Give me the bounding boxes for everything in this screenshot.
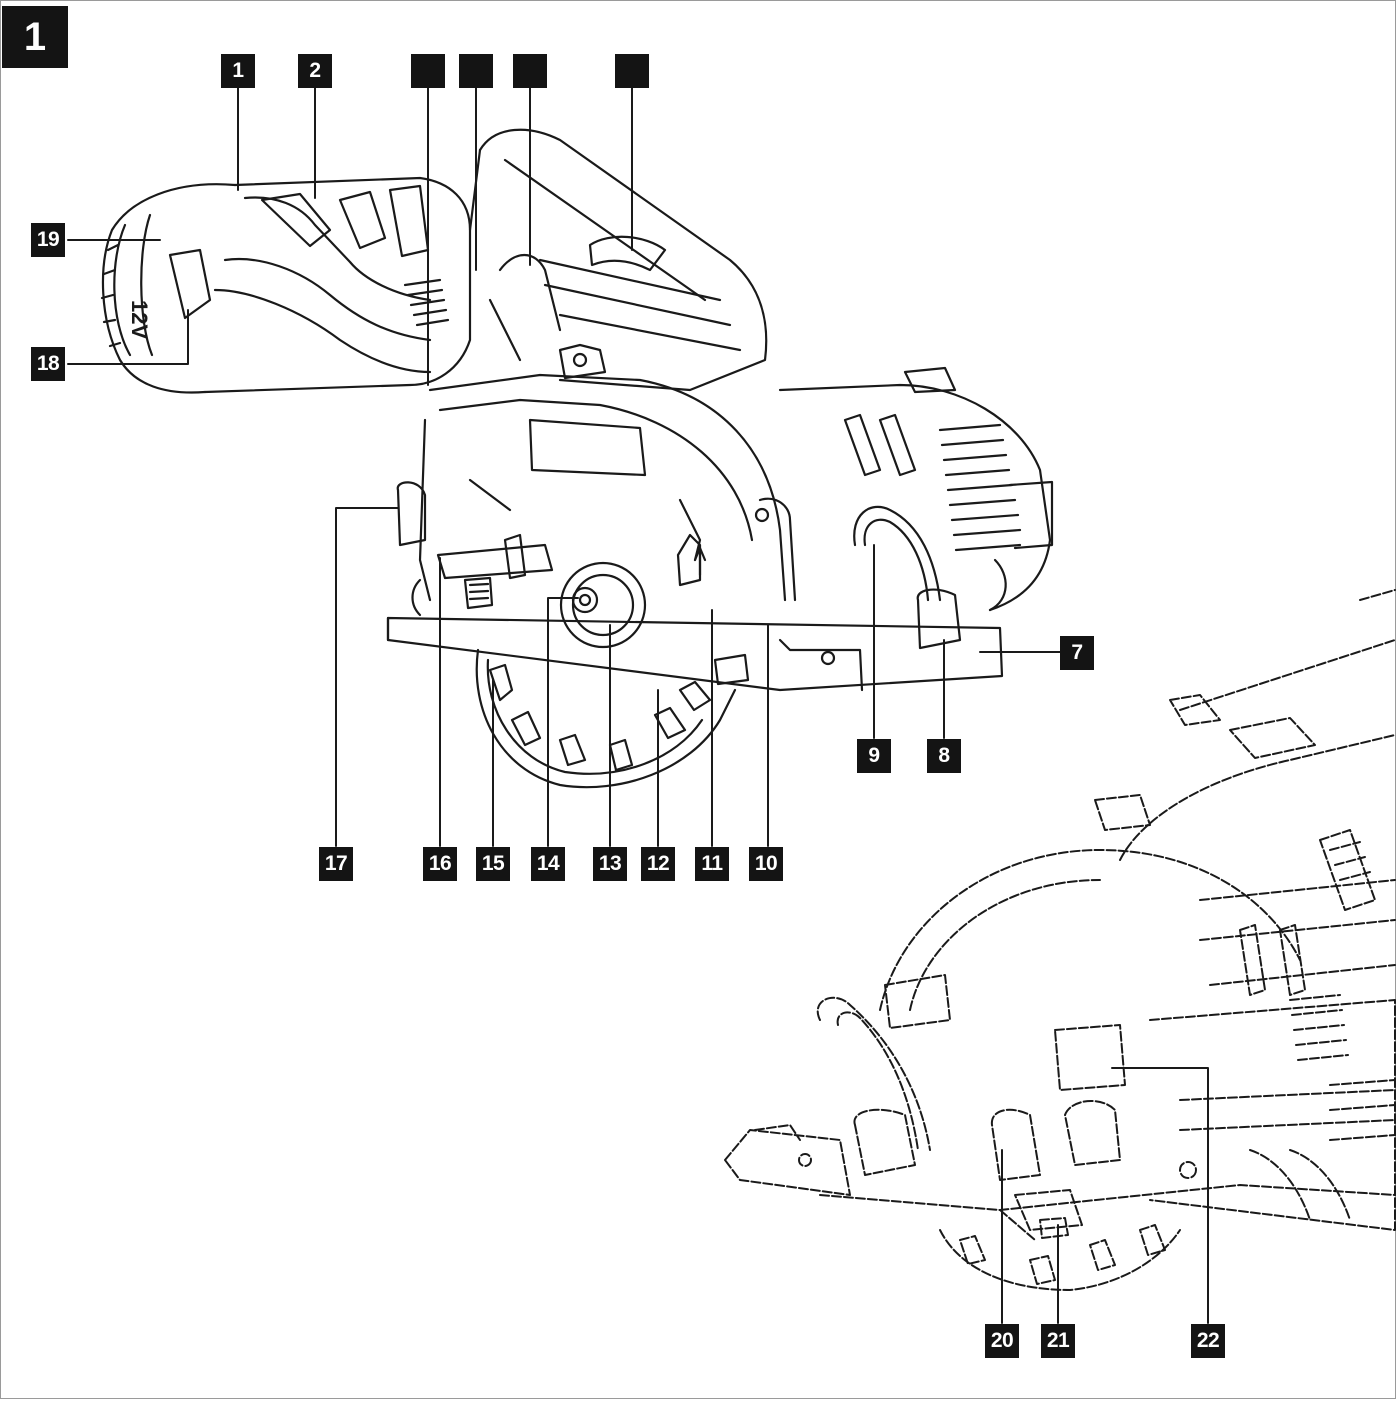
base-plate	[386, 616, 1004, 692]
blade-guard	[418, 343, 797, 602]
figure-number: 1	[2, 6, 68, 68]
blade	[475, 561, 737, 789]
callout-6	[615, 54, 649, 88]
callout-22: 22	[1191, 1324, 1225, 1358]
callout-7: 7	[1060, 636, 1094, 670]
rear-view-saw	[724, 589, 1396, 1291]
callout-4	[459, 54, 493, 88]
callout-12: 12	[641, 847, 675, 881]
battery-pack: 12V	[100, 183, 237, 394]
callout-9: 9	[857, 739, 891, 773]
callout-2: 2	[298, 54, 332, 88]
left-mechanisms	[396, 481, 554, 617]
callout-15: 15	[476, 847, 510, 881]
callout-3	[411, 54, 445, 88]
handle-body	[203, 176, 472, 394]
front-handle-guide	[853, 505, 962, 650]
callout-21: 21	[1041, 1324, 1075, 1358]
callout-10: 10	[749, 847, 783, 881]
battery-voltage-marking: 12V	[127, 300, 152, 339]
callout-17: 17	[319, 847, 353, 881]
callout-5	[513, 54, 547, 88]
callout-16: 16	[423, 847, 457, 881]
callout-14: 14	[531, 847, 565, 881]
callout-19: 19	[31, 223, 65, 257]
motor-casing	[778, 366, 1054, 612]
motor-housing-top	[468, 128, 768, 392]
callout-1: 1	[221, 54, 255, 88]
callout-leader-lines	[67, 87, 1209, 1324]
callout-8: 8	[927, 739, 961, 773]
callout-18: 18	[31, 347, 65, 381]
callout-11: 11	[695, 847, 729, 881]
callout-20: 20	[985, 1324, 1019, 1358]
callout-13: 13	[593, 847, 627, 881]
